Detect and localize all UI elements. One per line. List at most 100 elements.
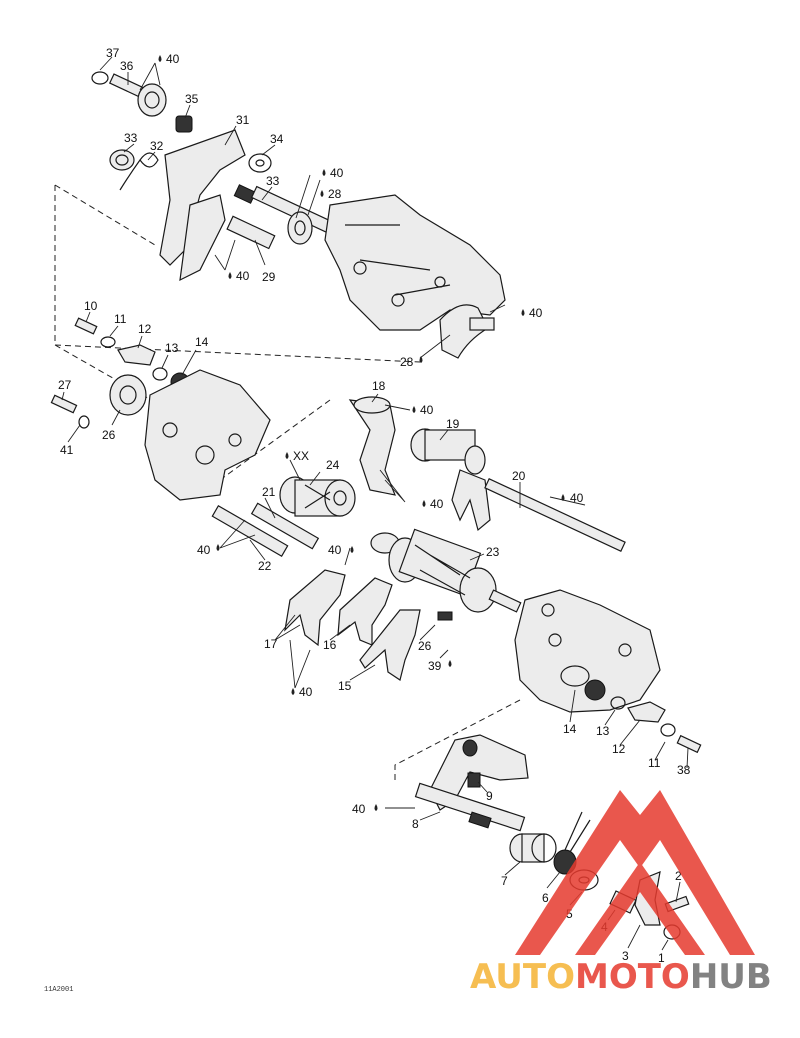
- svg-text:AUTOMOTOHUB: AUTOMOTOHUB: [470, 957, 772, 997]
- shift-rod-21: [250, 502, 320, 550]
- callout-26: 26: [102, 428, 116, 442]
- callout-24: 24: [326, 458, 340, 472]
- callout-5: 5: [566, 907, 573, 921]
- cam-12b: [627, 701, 666, 723]
- callout-2: 2: [675, 869, 682, 883]
- logo-moto: MOTO: [575, 957, 690, 997]
- shift-fork-18: [348, 399, 396, 496]
- callout-23: 23: [486, 545, 500, 559]
- fork-19-arm: [451, 469, 491, 532]
- washer-13b: [610, 696, 626, 710]
- bearing-33: [109, 149, 135, 171]
- washer-34: [248, 153, 272, 173]
- callout-40: 40: [352, 802, 366, 816]
- callout-xx: XX: [293, 449, 309, 463]
- callout-14: 14: [195, 335, 209, 349]
- shift-rod-22: [211, 504, 289, 558]
- callout-33: 33: [266, 174, 280, 188]
- diagram-code: 11A2001: [44, 986, 73, 994]
- callout-labels: 37 36 40 35 31 33 32 34 40 33 28 40 29 4…: [58, 46, 691, 965]
- callout-40: 40: [299, 685, 313, 699]
- lubricant-drop-icons: [158, 55, 565, 811]
- callout-1: 1: [658, 951, 665, 965]
- callout-11: 11: [648, 756, 661, 770]
- callout-35: 35: [185, 92, 199, 106]
- pin-26b: [437, 611, 453, 621]
- callout-13: 13: [596, 724, 610, 738]
- callout-26: 26: [418, 639, 432, 653]
- callout-20: 20: [512, 469, 526, 483]
- bracket-housing: [144, 369, 271, 501]
- shift-fork-16: [337, 577, 393, 646]
- gear-26a: [109, 374, 147, 416]
- spring-32: [119, 152, 159, 191]
- callout-40: 40: [166, 52, 180, 66]
- spring-9: [467, 772, 481, 788]
- callout-22: 22: [258, 559, 272, 573]
- spring-14b: [584, 679, 606, 701]
- callout-15: 15: [338, 679, 352, 693]
- washer-41: [78, 415, 90, 429]
- callout-17: 17: [264, 637, 278, 651]
- callout-41: 41: [60, 443, 74, 457]
- callout-13: 13: [165, 341, 179, 355]
- callout-11: 11: [114, 312, 127, 326]
- logo-triangle-inner: [575, 862, 705, 955]
- callout-36: 36: [120, 59, 134, 73]
- callout-40: 40: [328, 543, 342, 557]
- callout-12: 12: [612, 742, 626, 756]
- pin-29: [226, 215, 276, 250]
- bolt-38: [676, 734, 702, 754]
- callout-27: 27: [58, 378, 72, 392]
- shift-shaft-group: [414, 734, 529, 832]
- callout-38: 38: [677, 763, 691, 777]
- lever-plate: [179, 194, 226, 282]
- washer-11b: [660, 723, 676, 737]
- callout-40: 40: [430, 497, 444, 511]
- washer-37: [91, 71, 109, 85]
- bolt-10: [74, 317, 98, 335]
- spring-35: [175, 115, 193, 133]
- bolt-27: [50, 394, 78, 414]
- callout-40: 40: [420, 403, 434, 417]
- right-spring-group: [560, 665, 702, 754]
- callout-33: 33: [124, 131, 138, 145]
- callout-21: 21: [262, 485, 276, 499]
- rod-20: [484, 477, 626, 553]
- callout-16: 16: [323, 638, 337, 652]
- callout-40: 40: [570, 491, 584, 505]
- callout-29: 29: [262, 270, 276, 284]
- callout-40: 40: [197, 543, 211, 557]
- callout-28: 28: [328, 187, 342, 201]
- left-bracket-group: [50, 317, 271, 501]
- callout-40: 40: [529, 306, 543, 320]
- sleeve-19: [410, 428, 486, 475]
- callout-32: 32: [150, 139, 164, 153]
- logo-triangle-outer: [515, 790, 755, 955]
- shift-fork-17: [284, 569, 346, 647]
- callout-19: 19: [446, 417, 460, 431]
- callout-12: 12: [138, 322, 152, 336]
- callout-28: 28: [400, 355, 414, 369]
- middle-assembly-boundary: [219, 399, 521, 780]
- shift-shaft-8: [414, 782, 526, 832]
- logo-auto: AUTO: [470, 957, 575, 997]
- gear-36: [137, 83, 167, 117]
- callout-14: 14: [563, 722, 577, 736]
- callout-8: 8: [412, 817, 419, 831]
- callout-40: 40: [330, 166, 344, 180]
- shift-drum-23: [370, 528, 522, 613]
- callout-37: 37: [106, 46, 120, 60]
- gear-28-upper: [287, 211, 313, 245]
- shift-fork-15: [359, 609, 421, 681]
- callout-6: 6: [542, 891, 549, 905]
- callout-18: 18: [372, 379, 386, 393]
- washer-11a: [100, 336, 116, 348]
- gear-28-lower: [439, 304, 489, 359]
- shift-drum-24: [279, 476, 356, 517]
- cam-12a: [117, 344, 156, 366]
- washer-13a: [152, 367, 168, 381]
- callout-31: 31: [236, 113, 250, 127]
- logo-hub: HUB: [690, 957, 772, 997]
